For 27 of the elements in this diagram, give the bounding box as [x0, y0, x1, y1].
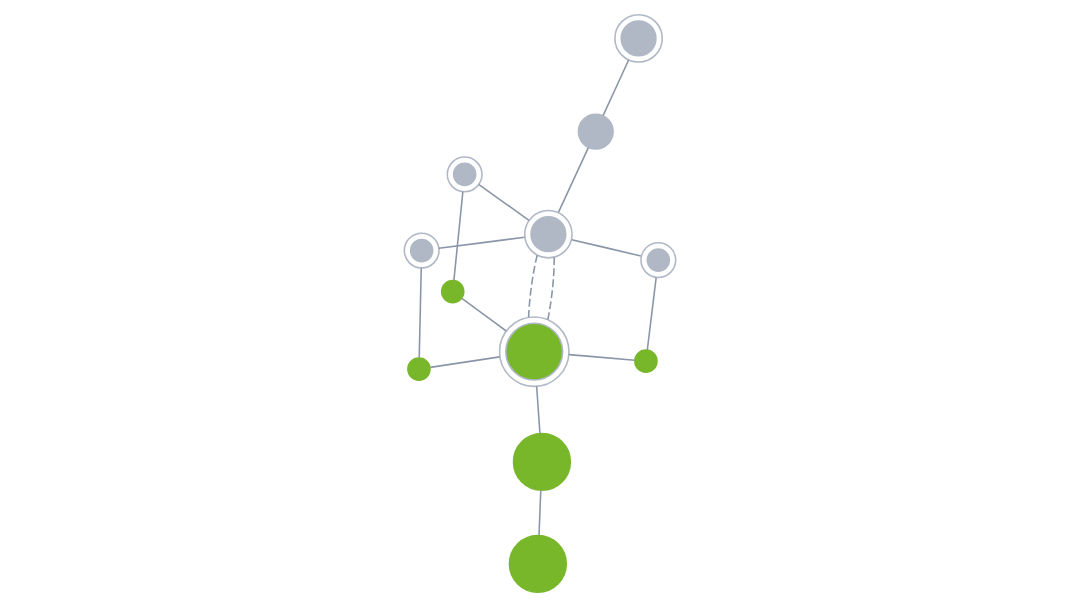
connector	[527, 254, 539, 319]
node-circle	[523, 209, 573, 259]
node-circle	[512, 432, 572, 492]
node-circle	[640, 241, 677, 279]
connector	[535, 385, 541, 435]
node-circle	[634, 349, 658, 373]
connector	[557, 146, 590, 213]
connector	[429, 356, 501, 369]
connector	[461, 297, 507, 332]
connector	[547, 256, 555, 321]
connector	[453, 191, 464, 282]
connector	[570, 238, 642, 257]
node-circle	[446, 156, 483, 193]
node-circle	[407, 357, 431, 381]
connector	[438, 236, 526, 250]
connector	[646, 276, 657, 351]
connector	[538, 489, 542, 536]
node-circle	[498, 316, 570, 388]
node-circle	[508, 534, 568, 594]
node-circle	[440, 279, 465, 304]
node-circle	[403, 232, 440, 269]
connector	[418, 267, 423, 359]
connector	[568, 353, 636, 361]
connector	[602, 59, 630, 117]
node-circle	[577, 113, 614, 150]
connector	[478, 183, 530, 222]
node-circle	[614, 13, 663, 63]
